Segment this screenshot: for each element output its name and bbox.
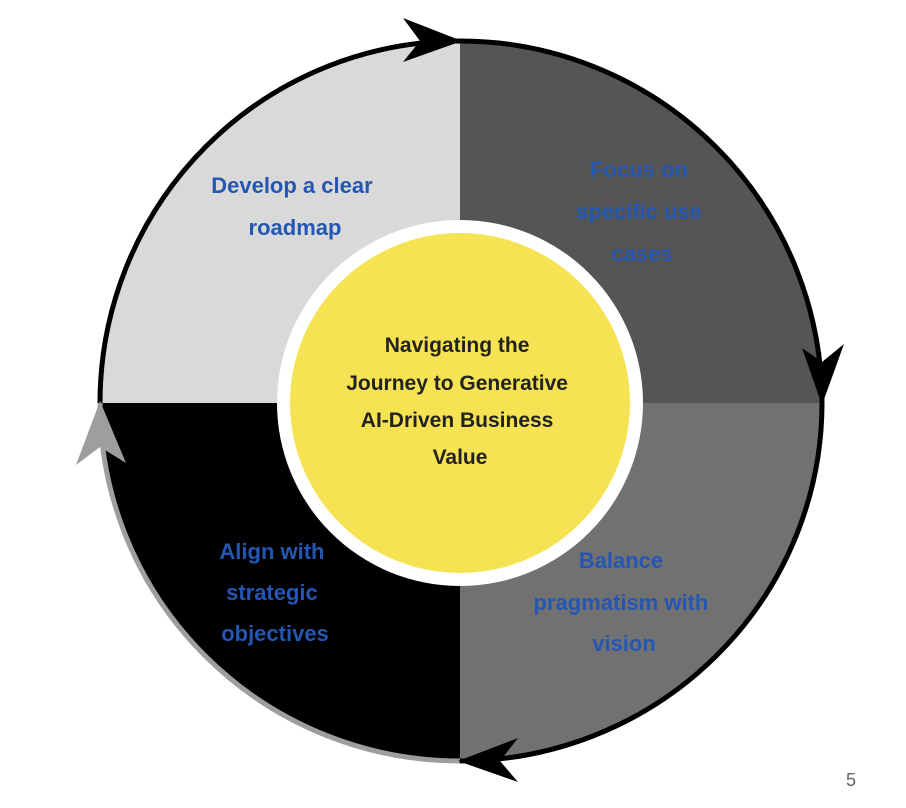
center-circle <box>290 233 630 573</box>
quadrant-top-right-label: Focus on specific use cases <box>576 157 708 266</box>
arrowhead-right-icon <box>802 344 844 405</box>
arrowhead-left-icon <box>76 401 126 465</box>
page-number: 5 <box>845 770 856 790</box>
ring-arc-top-left <box>97 38 461 404</box>
arrowhead-bottom-icon <box>458 738 518 782</box>
ring-arc-top-right <box>459 38 825 404</box>
quadrant-bottom-left-label: Align with strategic objectives <box>219 539 330 646</box>
arrowhead-top-icon <box>403 18 462 62</box>
ring-arc-bottom-right <box>459 402 825 764</box>
center-title: Navigating the Journey to Generative AI-… <box>346 334 574 469</box>
quadrant-bottom-right-label: Balance pragmatism with vision <box>534 548 715 656</box>
quadrant-top-left-label: Develop a clear roadmap <box>211 173 379 240</box>
ring-arc-bottom-left <box>97 402 461 764</box>
